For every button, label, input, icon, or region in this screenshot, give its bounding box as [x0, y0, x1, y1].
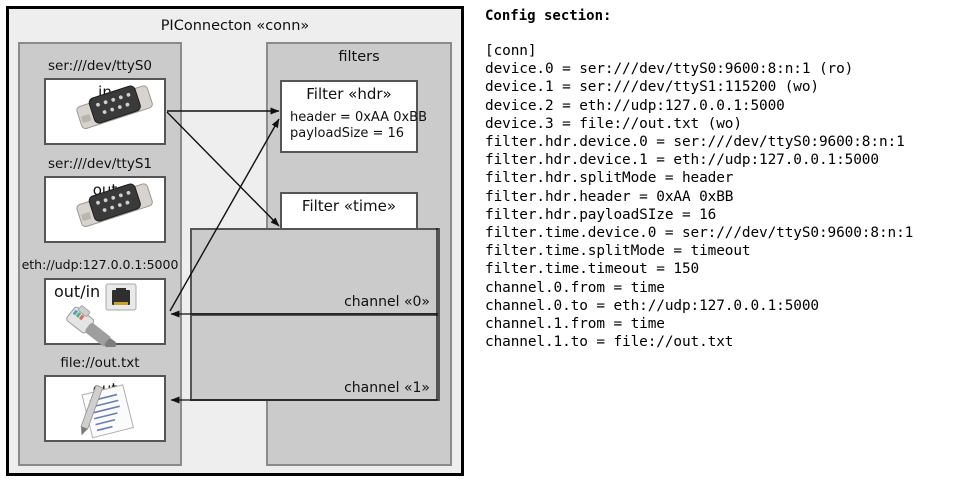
device-0-caption: ser:///dev/ttyS0: [48, 58, 152, 74]
device-3-card[interactable]: out: [44, 375, 166, 442]
config-heading: Config section:: [485, 8, 612, 24]
channel-0-label: channel «0»: [344, 294, 430, 310]
config-section: Config section: [conn] device.0 = ser://…: [482, 0, 964, 484]
connection-diagram: PIConnecton «conn» filters ser:///dev/tt…: [0, 0, 470, 484]
channel-0-region: channel «0»: [190, 228, 440, 315]
filter-hdr-title: Filter «hdr»: [306, 85, 392, 103]
device-1-card[interactable]: out: [44, 176, 166, 243]
serial-port-icon: [76, 183, 153, 228]
device-1-caption: ser:///dev/ttyS1: [48, 156, 152, 172]
filter-hdr-card[interactable]: Filter «hdr» header = 0xAA 0xBB payloadS…: [280, 80, 427, 153]
filters-group-label: filters: [338, 49, 380, 65]
ethernet-jack-icon: [66, 283, 137, 347]
device-2-title: out/in: [54, 282, 101, 301]
config-text: [conn] device.0 = ser:///dev/ttyS0:9600:…: [485, 43, 914, 351]
device-3-caption: file://out.txt: [60, 355, 140, 371]
channel-1-label: channel «1»: [344, 380, 430, 396]
channel-1-region: channel «1»: [190, 314, 440, 401]
filter-time-title: Filter «time»: [301, 197, 397, 215]
device-0-card[interactable]: in: [44, 78, 166, 145]
device-2-caption: eth://udp:127.0.0.1:5000: [21, 257, 179, 272]
text-file-icon: [80, 384, 135, 439]
serial-port-icon: [76, 85, 153, 130]
device-2-card[interactable]: out/in: [44, 278, 166, 347]
filter-hdr-body: header = 0xAA 0xBB payloadSize = 16: [290, 110, 428, 141]
page-title: PIConnecton «conn»: [160, 18, 310, 34]
